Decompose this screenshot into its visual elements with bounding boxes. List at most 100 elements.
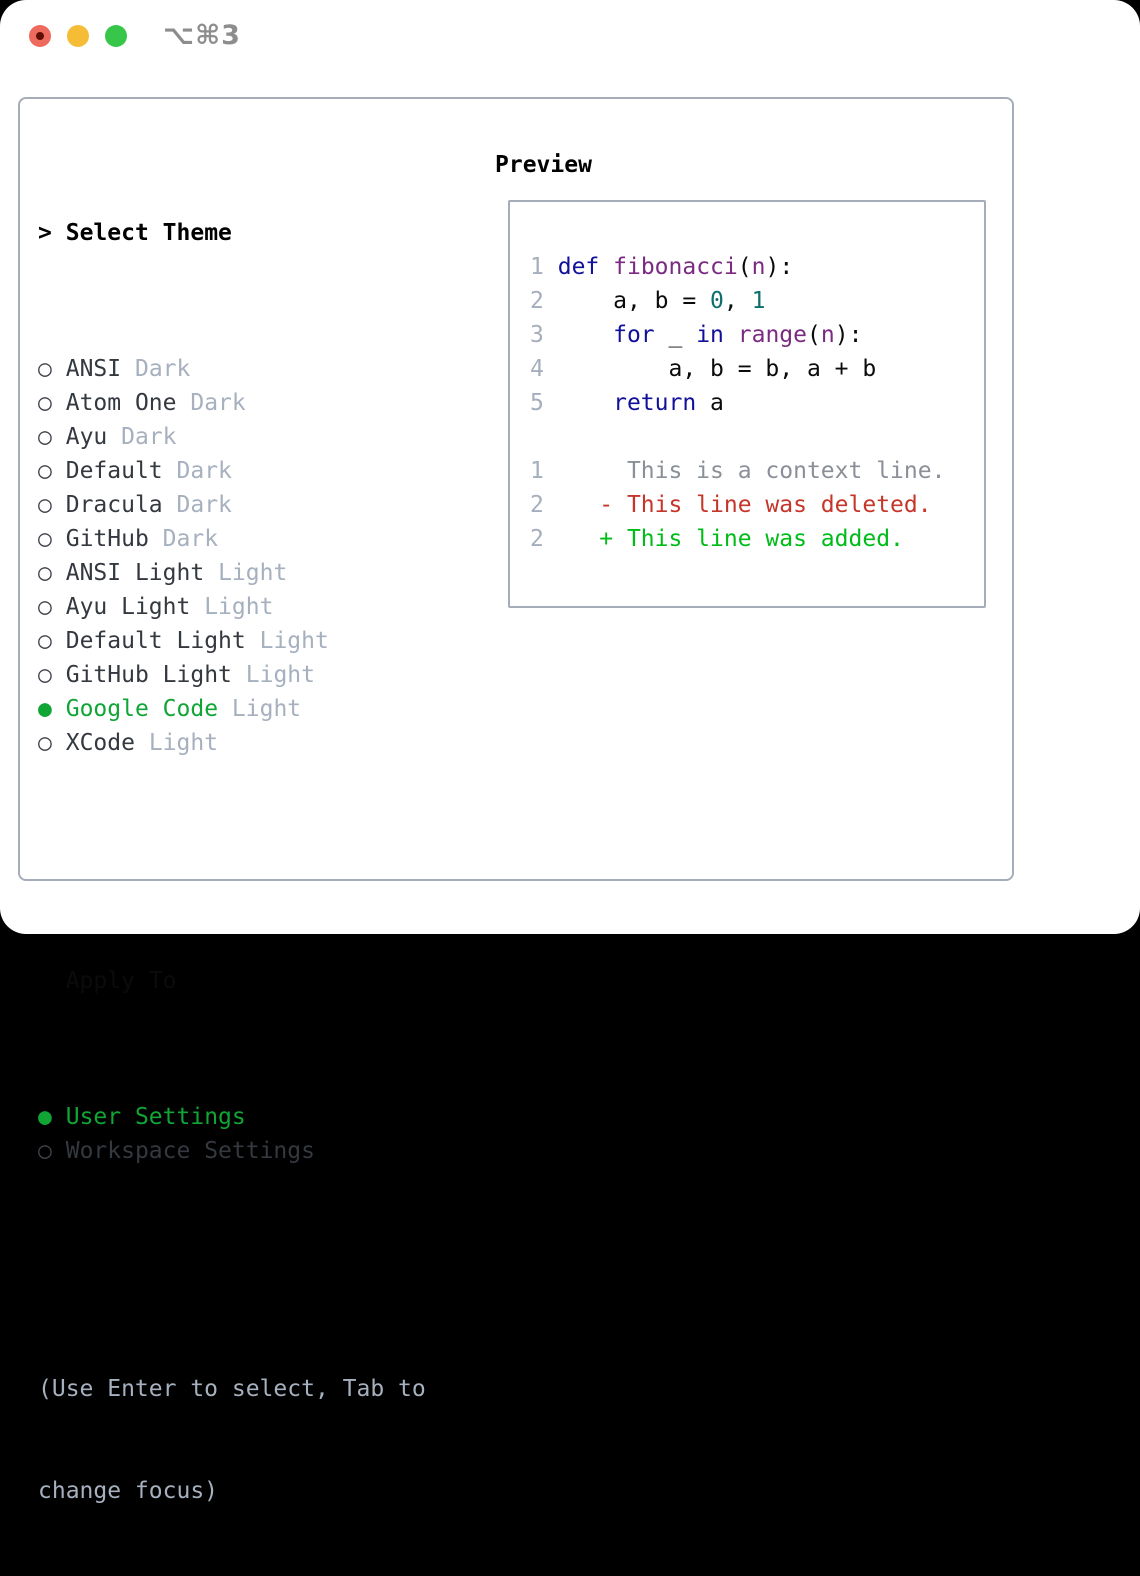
theme-variant-tag: Dark [162,526,219,552]
radio-icon: ○ [38,526,52,552]
select-theme-header: > Select Theme [38,216,426,250]
code-token: for [613,322,655,348]
theme-name: XCode [65,730,135,756]
code-token: def [557,254,600,280]
theme-option-ayu-light[interactable]: ○ Ayu Light Light [38,590,426,624]
diff-line-added: 2 + This line was added. [530,522,984,556]
radio-icon: ○ [38,628,52,654]
radio-icon: ○ [38,662,52,688]
code-line: 5 return a [530,386,984,420]
apply-to-list: ● User Settings○ Workspace Settings [38,1100,426,1168]
theme-variant-tag: Light [245,662,315,688]
line-number: 4 [530,356,544,382]
line-number: 1 [530,254,544,280]
theme-name: ANSI Light [65,560,205,586]
code-token: ( [807,322,821,348]
line-number: 5 [530,390,544,416]
theme-variant-tag: Dark [134,356,191,382]
spacer [530,420,984,454]
theme-option-ayu[interactable]: ○ Ayu Dark [38,420,426,454]
code-token [558,322,613,348]
theme-name: Atom One [65,390,177,416]
line-number: 1 [530,458,544,484]
close-button[interactable] [29,25,51,47]
theme-option-default[interactable]: ○ Default Dark [38,454,426,488]
zoom-button[interactable] [105,25,127,47]
apply-option-workspace-settings[interactable]: ○ Workspace Settings [38,1134,426,1168]
apply-to-title: Apply To [65,968,177,994]
code-token: n [751,254,766,280]
code-token [558,390,613,416]
code-token: a, b = [557,288,711,314]
theme-option-ansi-light[interactable]: ○ ANSI Light Light [38,556,426,590]
code-token: , [723,288,752,314]
theme-name: Ayu [65,424,108,450]
hint-text-line1: (Use Enter to select, Tab to [38,1376,426,1402]
radio-icon: ○ [38,492,52,518]
window-shortcut-label: ⌥⌘3 [163,20,241,51]
radio-icon: ○ [38,1138,52,1164]
theme-option-google-code[interactable]: ● Google Code Light [38,692,426,726]
theme-list: ○ ANSI Dark○ Atom One Dark○ Ayu Dark○ De… [38,352,426,760]
theme-variant-tag: Light [259,628,329,654]
theme-variant-tag: Dark [176,492,232,518]
minimize-button[interactable] [67,25,89,47]
theme-option-github-light[interactable]: ○ GitHub Light Light [38,658,426,692]
theme-name: Default [65,458,163,484]
code-token: 1 [751,288,766,314]
code-token: a, b = b, a + b [557,356,877,382]
code-token: ): [765,254,794,280]
diff-line-deleted: 2 - This line was deleted. [530,488,984,522]
spacer [38,1270,426,1304]
selected-radio-icon: ● [38,1104,52,1130]
theme-selector: > Select Theme ○ ANSI Dark○ Atom One Dar… [38,148,426,1576]
code-token: range [737,322,808,348]
theme-variant-tag: Dark [121,424,177,450]
radio-icon: ○ [38,560,52,586]
line-number: 3 [530,322,544,348]
code-token: 0 [710,288,724,314]
theme-variant-tag: Dark [176,458,232,484]
apply-option-user-settings[interactable]: ● User Settings [38,1100,426,1134]
titlebar: ⌥⌘3 [0,0,1140,75]
code-token: fibonacci [613,254,738,280]
theme-variant-tag: Dark [190,390,246,416]
theme-option-dracula[interactable]: ○ Dracula Dark [38,488,426,522]
diff-text: - This line was deleted. [599,492,932,518]
theme-name: Ayu Light [65,594,191,620]
code-token [599,254,613,280]
diff-preview: 1 This is a context line.2 - This line w… [530,454,984,556]
radio-icon: ○ [38,390,52,416]
code-token: n [820,322,835,348]
theme-option-default-light[interactable]: ○ Default Light Light [38,624,426,658]
theme-name: Default Light [65,628,246,654]
code-token: a [696,390,724,416]
radio-icon: ○ [38,730,52,756]
line-number: 2 [530,526,544,552]
theme-name: Google Code [65,696,219,722]
theme-variant-tag: Light [231,696,302,722]
theme-option-xcode[interactable]: ○ XCode Light [38,726,426,760]
hint-text-line2: change focus) [38,1478,219,1504]
theme-option-atom-one[interactable]: ○ Atom One Dark [38,386,426,420]
cursor-indicator: > [38,220,52,246]
radio-icon: ○ [38,356,52,382]
theme-variant-tag: Light [218,560,288,586]
diff-line-context: 1 This is a context line. [530,454,984,488]
theme-name: GitHub Light [65,662,232,688]
apply-option-label: Workspace Settings [65,1138,315,1164]
radio-icon: ○ [38,424,52,450]
theme-variant-tag: Light [204,594,274,620]
line-number: 2 [530,288,544,314]
theme-name: GitHub [65,526,149,552]
selected-radio-icon: ● [38,696,52,722]
line-number: 2 [530,492,544,518]
code-token: in [696,322,724,348]
radio-icon: ○ [38,458,52,484]
theme-option-ansi[interactable]: ○ ANSI Dark [38,352,426,386]
code-line: 4 a, b = b, a + b [530,352,984,386]
theme-option-github[interactable]: ○ GitHub Dark [38,522,426,556]
diff-text: This is a context line. [599,458,946,484]
